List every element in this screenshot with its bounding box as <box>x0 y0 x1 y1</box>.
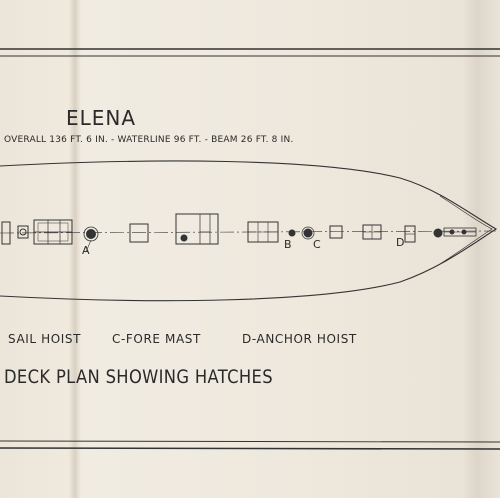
sail-hoist-b <box>288 229 296 237</box>
capstan-aft <box>17 225 29 239</box>
fore-mast-c <box>303 228 313 238</box>
legend-anchor-hoist: D-ANCHOR HOIST <box>242 332 357 346</box>
small-hatch-1 <box>129 223 149 243</box>
paper-fold-right <box>462 0 500 498</box>
marker-c: C <box>313 238 321 251</box>
paper-fold-left <box>68 0 82 498</box>
bottom-border-line-outer <box>0 447 500 450</box>
hull-outline <box>0 160 498 302</box>
deck-house <box>175 213 219 245</box>
ship-name: ELENA <box>66 106 137 130</box>
plan-title: DECK PLAN SHOWING HATCHES <box>4 366 273 388</box>
marker-b: B <box>284 238 292 251</box>
legend-fore-mast: C-FORE MAST <box>112 332 201 346</box>
hull-bow-inner <box>439 195 493 265</box>
small-hatch-2 <box>329 225 343 239</box>
capstan-aft-drum <box>19 228 27 236</box>
marker-d: D <box>396 236 405 249</box>
ship-dimensions: OVERALL 136 FT. 6 IN. - WATERLINE 96 FT.… <box>4 135 294 145</box>
mast-a <box>86 229 96 239</box>
marker-a: A <box>82 244 90 257</box>
bottom-border-line-inner <box>0 440 500 443</box>
bow-capstan <box>433 228 443 238</box>
legend-sail-hoist: SAIL HOIST <box>8 332 82 346</box>
hatch-stern <box>1 221 11 245</box>
